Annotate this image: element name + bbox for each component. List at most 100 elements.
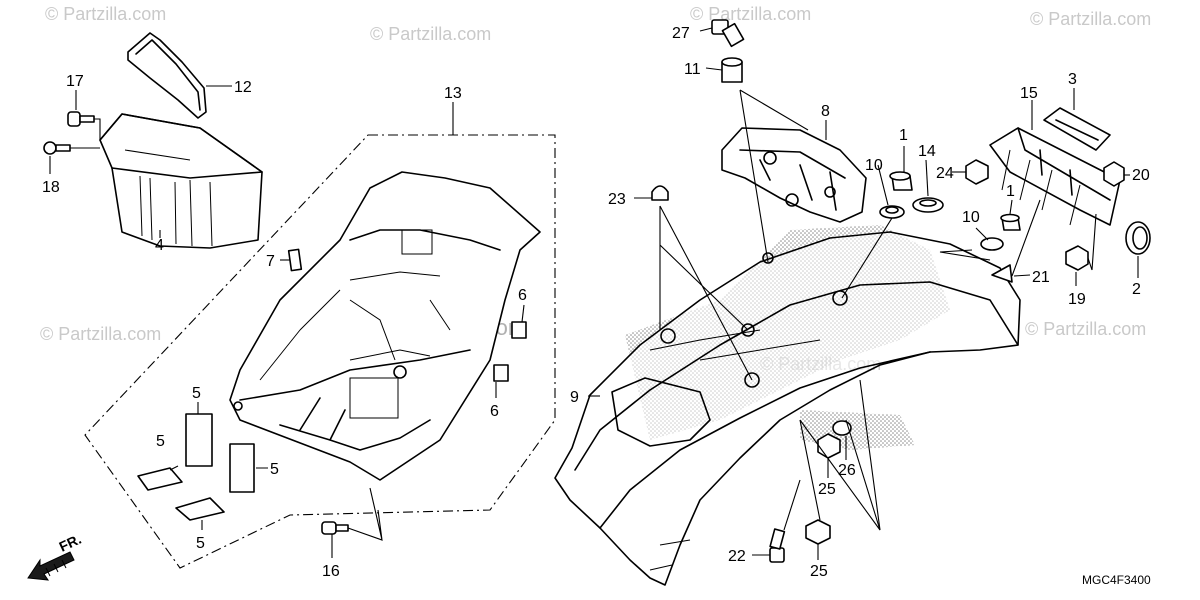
callout-12: 12 <box>234 79 252 96</box>
part-10-grommet <box>980 237 1004 251</box>
part-6-clip <box>493 364 509 382</box>
callout-23: 23 <box>608 191 626 208</box>
callout-26: 26 <box>838 462 856 479</box>
callout-22: 22 <box>728 548 746 565</box>
part-9-rear-fender <box>554 231 1021 586</box>
part-4-battery-box <box>99 113 263 249</box>
leader-14 <box>925 159 929 197</box>
reflector-lens <box>1132 226 1148 250</box>
leader-22 <box>752 479 801 556</box>
callout-24: 24 <box>936 165 954 182</box>
callout-19: 19 <box>1068 291 1086 308</box>
part-5-pad <box>175 497 225 521</box>
callout-6: 6 <box>518 287 527 304</box>
part-26-washer <box>832 420 852 436</box>
bolt-head <box>769 547 785 563</box>
part-27-bolt <box>711 19 745 48</box>
callout-labels: 27 11 8 3 15 1 14 10 24 20 1 10 21 19 2 … <box>42 25 1150 580</box>
part-25-nut <box>805 519 831 545</box>
watermark-text: © Partzilla.com <box>40 324 161 344</box>
callout-9: 9 <box>570 389 579 406</box>
callout-25: 25 <box>818 481 836 498</box>
part-9-fender-recess <box>611 377 711 447</box>
part-4-battery-box-rim <box>99 113 263 179</box>
leader-6a <box>521 304 525 323</box>
callout-21: 21 <box>1032 269 1050 286</box>
watermark-text: © Partzilla.com <box>45 4 166 24</box>
front-arrow-hatch <box>45 559 67 577</box>
part-12-seal <box>127 32 207 119</box>
callout-16: 16 <box>322 563 340 580</box>
watermark-text: © Partzilla.com <box>370 24 491 44</box>
callout-6: 6 <box>490 403 499 420</box>
bracket-hole <box>763 151 777 165</box>
leader-1-10 <box>841 146 905 299</box>
leader-21 <box>1011 199 1041 277</box>
front-direction-indicator: FR. <box>27 531 84 581</box>
watermark-text: © Partzilla.com <box>690 4 811 24</box>
watermark-text: © Partzilla.com <box>1025 319 1146 339</box>
callout-18: 18 <box>42 179 60 196</box>
leader-5 <box>169 402 268 530</box>
part-13-inner-floor <box>279 397 431 451</box>
fender-mount-hole <box>741 323 755 337</box>
leader-25 <box>799 379 881 560</box>
part-19-nut <box>1065 245 1089 271</box>
callout-3: 3 <box>1068 71 1077 88</box>
leader-collar-to-fender <box>739 89 809 263</box>
bolt-shank <box>79 115 95 123</box>
part-12-seal-inner <box>135 39 201 111</box>
callout-10: 10 <box>865 157 883 174</box>
callout-5: 5 <box>192 385 201 402</box>
callout-11: 11 <box>684 61 701 78</box>
collar-top <box>721 57 743 67</box>
battery-box-group <box>43 32 263 249</box>
callout-8: 8 <box>821 103 830 120</box>
part-23-cap-nut <box>651 185 669 201</box>
callout-7: 7 <box>266 253 275 270</box>
watermark-text: © Partzilla.com <box>1030 9 1151 29</box>
part-8-bracket-detail <box>739 149 846 211</box>
callout-5: 5 <box>156 433 165 450</box>
fender-mount-hole <box>832 290 848 306</box>
collar-top <box>1000 213 1020 223</box>
part-9-fender-inner <box>599 351 931 529</box>
leader-11 <box>705 67 723 71</box>
part-7-pad <box>287 248 303 272</box>
grommet-hole <box>885 206 899 214</box>
part-3-reflector-inner <box>1055 119 1099 141</box>
leader-17-18 <box>70 118 101 149</box>
part-5-pad <box>229 443 255 493</box>
callout-20: 20 <box>1132 167 1150 184</box>
callout-27: 27 <box>672 25 690 42</box>
part-25-nut <box>817 433 841 459</box>
leader-27 <box>699 27 713 32</box>
leader-16 <box>331 487 383 558</box>
callout-2: 2 <box>1132 281 1141 298</box>
bracket-hole <box>785 193 799 207</box>
callout-4: 4 <box>155 237 164 254</box>
screw-shank <box>55 144 71 152</box>
part-13-panel <box>349 377 399 419</box>
fender-mount-hole <box>762 252 774 264</box>
bolt-shank <box>721 22 745 48</box>
part-8-bracket <box>721 127 867 223</box>
part-17-bolt <box>67 111 95 127</box>
direction-label: FR. <box>57 531 84 555</box>
inner-fender-group <box>84 102 556 569</box>
part-6-clip <box>511 321 527 339</box>
fender-mount-hole <box>744 372 760 388</box>
front-arrow-icon <box>27 551 75 581</box>
bolt-head <box>321 521 337 535</box>
part-13-group-boundary <box>84 134 556 569</box>
bolt-shank <box>769 528 786 550</box>
bracket-hole <box>824 186 836 198</box>
callout-15: 15 <box>1020 85 1038 102</box>
leader-1b-10b <box>939 199 1013 261</box>
part-4-battery-box-ribs <box>124 149 213 247</box>
bracket-bolts <box>1001 149 1081 226</box>
part-5-pad <box>137 467 183 491</box>
bolt-shank <box>335 524 349 532</box>
diagram-code: MGC4F3400 <box>1082 573 1151 587</box>
